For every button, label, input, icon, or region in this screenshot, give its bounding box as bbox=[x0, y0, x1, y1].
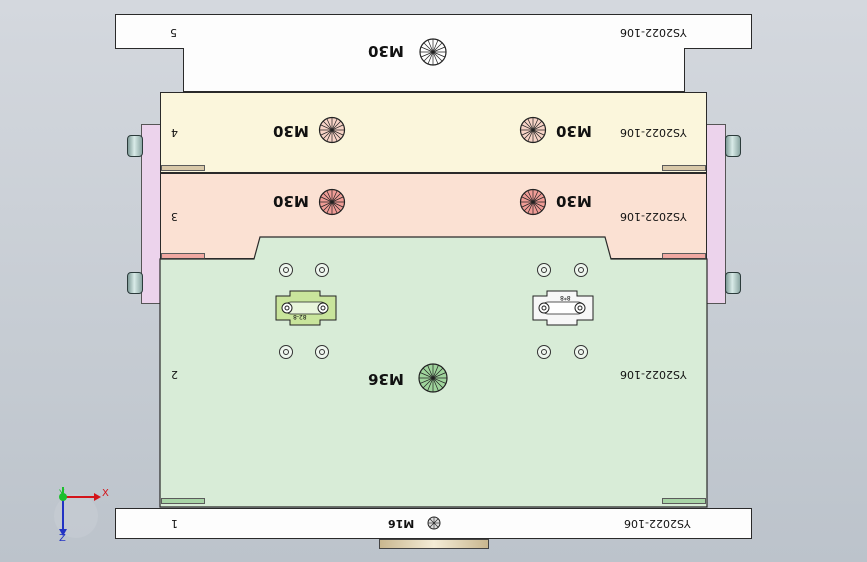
plate-3-number: 3 bbox=[171, 210, 178, 223]
bolt-hole bbox=[537, 263, 551, 277]
plate-5-thread-label: M30 bbox=[368, 42, 404, 60]
axis-z-label: Z bbox=[59, 533, 66, 544]
plate-1-number: 1 bbox=[171, 517, 178, 530]
plate-4-thread-label-right: M30 bbox=[556, 122, 592, 140]
plate-1-thread-label: M16 bbox=[388, 517, 415, 530]
plate-4-marker-left bbox=[161, 165, 205, 171]
plate-3-part-code: YS2022-106 bbox=[620, 210, 687, 223]
clamp-left-label: 82-8 bbox=[293, 313, 307, 320]
plate-2-part-code: YS2022-106 bbox=[620, 368, 687, 381]
plate-4-number: 4 bbox=[171, 126, 178, 139]
plate-4[interactable] bbox=[160, 92, 707, 173]
plate-1-part-code: YS2022-106 bbox=[624, 517, 691, 530]
plate-2-number: 2 bbox=[171, 368, 178, 381]
clamp-block-left[interactable] bbox=[275, 290, 337, 326]
axis-x-label: X bbox=[102, 488, 109, 499]
axis-triad-icon bbox=[54, 487, 101, 538]
left-guide-pin-upper bbox=[127, 135, 143, 157]
plate-2-marker-left bbox=[161, 498, 205, 504]
plate-4-thread-label-left: M30 bbox=[273, 122, 309, 140]
thread-hole-icon[interactable] bbox=[318, 116, 346, 144]
plate-3-thread-label-right: M30 bbox=[556, 192, 592, 210]
axis-y-label: Y bbox=[59, 489, 65, 499]
bolt-hole bbox=[315, 345, 329, 359]
thread-hole-icon[interactable] bbox=[427, 516, 441, 530]
thread-hole-icon[interactable] bbox=[519, 188, 547, 216]
bolt-hole bbox=[279, 345, 293, 359]
plate-2-marker-right bbox=[662, 498, 706, 504]
bolt-hole bbox=[279, 263, 293, 277]
thread-hole-icon[interactable] bbox=[418, 37, 448, 67]
clamp-block-right[interactable] bbox=[532, 290, 594, 326]
right-guide-bar bbox=[706, 124, 726, 304]
bolt-hole bbox=[574, 345, 588, 359]
plate-3-thread-label-left: M30 bbox=[273, 192, 309, 210]
thread-hole-icon[interactable] bbox=[417, 362, 449, 394]
clamp-right-label: 8*8 bbox=[560, 294, 571, 301]
left-guide-pin-lower bbox=[127, 272, 143, 294]
plate-4-marker-right bbox=[662, 165, 706, 171]
plate-2-thread-label: M36 bbox=[368, 370, 404, 388]
thread-hole-icon[interactable] bbox=[519, 116, 547, 144]
plate-5-number: 5 bbox=[170, 26, 177, 39]
right-guide-pin-upper bbox=[725, 135, 741, 157]
thread-hole-icon[interactable] bbox=[318, 188, 346, 216]
bolt-hole bbox=[315, 263, 329, 277]
plate-4-part-code: YS2022-106 bbox=[620, 126, 687, 139]
locating-ring bbox=[379, 539, 489, 549]
bolt-hole bbox=[574, 263, 588, 277]
bolt-hole bbox=[537, 345, 551, 359]
left-guide-bar bbox=[141, 124, 161, 304]
right-guide-pin-lower bbox=[725, 272, 741, 294]
plate-5-part-code: YS2022-106 bbox=[620, 26, 687, 39]
